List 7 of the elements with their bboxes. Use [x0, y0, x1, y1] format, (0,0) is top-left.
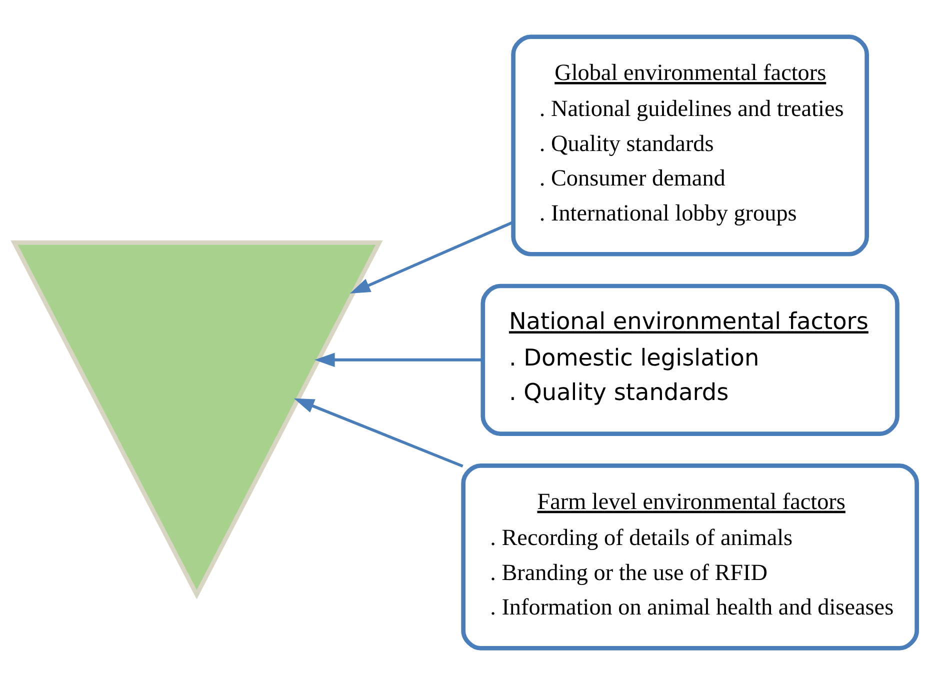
arrow — [314, 352, 483, 366]
node-box: National environmental factors . Domestic legislation . Quality standards — [480, 283, 900, 436]
arrow — [350, 220, 514, 294]
arrow — [294, 398, 464, 468]
node-box: Global environmental factors . National guidelines and treaties . Quality standards . Consumer demand . International lobby groups — [511, 34, 869, 256]
node-triangle — [10, 240, 383, 599]
node-box: Farm level environmental factors . Recording of details of animals . Branding or the use of RFID . Information on animal health and diseases — [461, 462, 919, 650]
